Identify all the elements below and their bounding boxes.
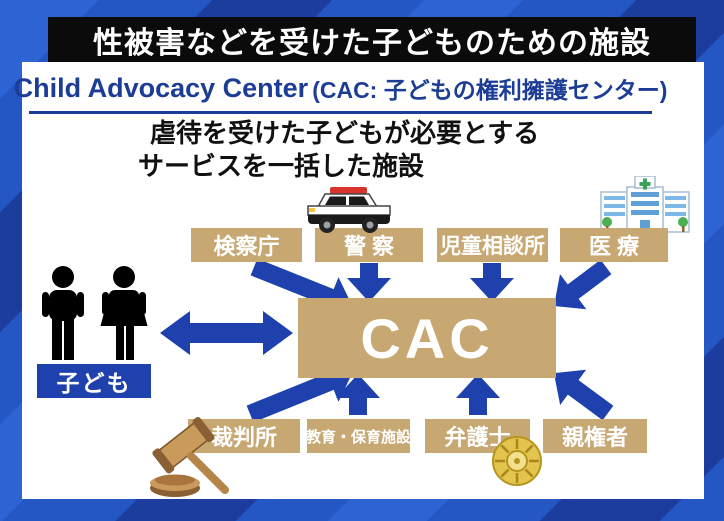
children-label-box: 子ども — [37, 364, 151, 398]
lawyer-badge-icon — [492, 436, 542, 486]
subtitle: 虐待を受けた子どもが必要とする サービスを一括した施設 — [138, 117, 539, 183]
title-bar: 性被害などを受けた子どものための施設 — [48, 17, 696, 62]
box-court-label: 裁判所 — [210, 425, 277, 450]
box-police-label: 警 察 — [343, 234, 395, 259]
box-child-consultation-label: 児童相談所 — [440, 235, 545, 258]
police-car-icon — [307, 187, 391, 233]
box-education-label: 教育・保育施設 — [306, 428, 412, 446]
box-child-consultation-center: 児童相談所 — [437, 228, 548, 262]
woman-icon — [100, 266, 148, 360]
box-guardian-label: 親権者 — [561, 425, 628, 450]
header-title-english: Child Advocacy Center — [13, 72, 309, 103]
box-police: 警 察 — [315, 228, 423, 262]
box-prosecutor-label: 検察庁 — [213, 234, 280, 259]
box-medical-label: 医 療 — [588, 234, 640, 259]
box-prosecutor: 検察庁 — [191, 228, 302, 262]
header-title-japanese: (CAC: 子どもの権利擁護センター) — [312, 77, 668, 103]
cac-label: CAC — [360, 306, 494, 370]
title-text: 性被害などを受けた子どものための施設 — [93, 26, 651, 60]
box-medical: 医 療 — [560, 228, 668, 262]
header-underline — [29, 111, 652, 114]
cac-center-box: CAC — [298, 298, 556, 378]
header-title: Child Advocacy Center (CAC: 子どもの権利擁護センター… — [14, 66, 668, 110]
gavel-icon — [150, 416, 229, 497]
man-icon — [42, 266, 84, 360]
subtitle-line-1: 虐待を受けた子どもが必要とする — [150, 118, 540, 148]
box-education-childcare: 教育・保育施設 — [306, 419, 412, 453]
children-label: 子ども — [56, 370, 132, 396]
children-icon — [42, 266, 148, 360]
box-guardian: 親権者 — [543, 419, 647, 453]
subtitle-line-2: サービスを一括した施設 — [138, 151, 425, 181]
hospital-icon — [600, 176, 690, 233]
